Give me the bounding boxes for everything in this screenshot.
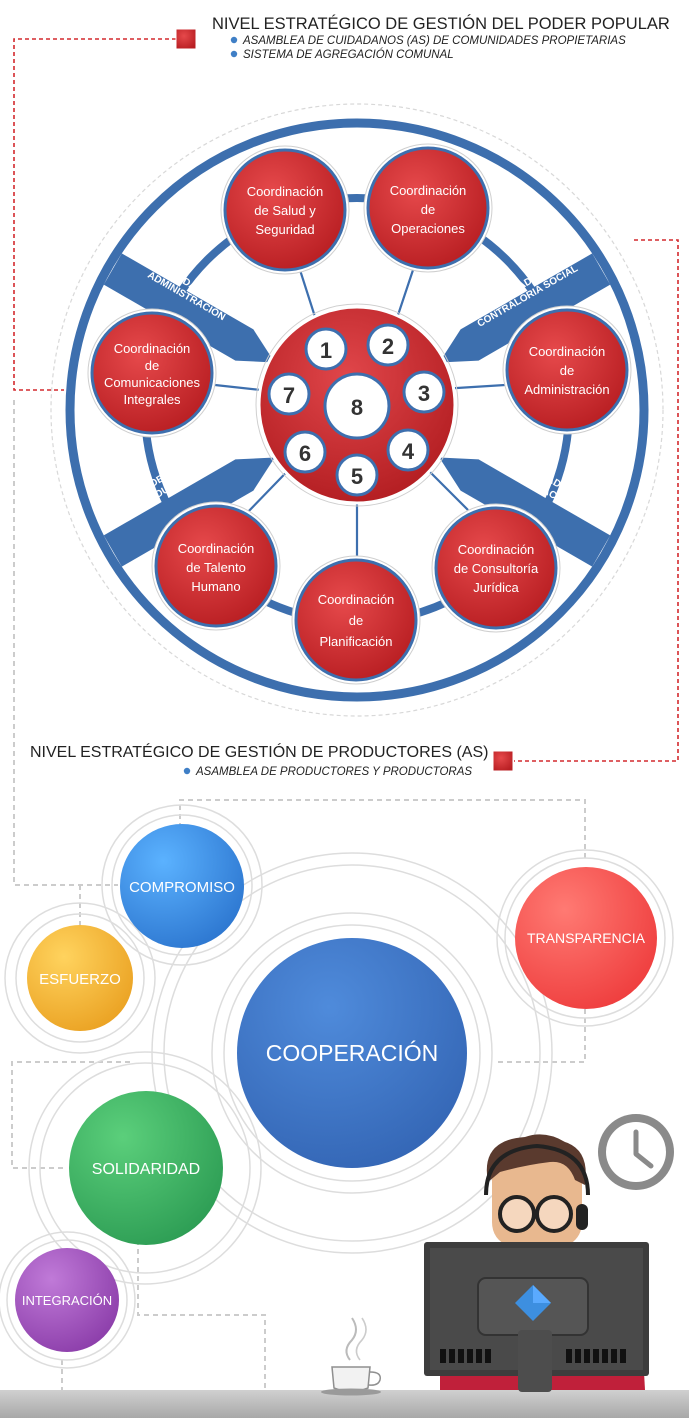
svg-text:ESFUERZO: ESFUERZO [39,971,121,988]
value-esfuerzo: ESFUERZO [27,925,133,1031]
coffee-cup-icon [321,1317,382,1396]
top-header: NIVEL ESTRATÉGICO DE GESTIÓN DEL PODER P… [175,14,670,61]
hub-number-4: 4 [386,428,430,472]
values-connectors [11,400,586,1395]
svg-text:INTEGRACIÓN: INTEGRACIÓN [22,1293,112,1308]
svg-text:de Talento: de Talento [186,560,246,575]
hub-number-5: 5 [335,453,379,497]
value-integracion: INTEGRACIÓN [15,1248,119,1352]
coordination-comunicaciones-integrales: Coordinación de Comunicaciones Integrale… [87,308,217,438]
hub-number-7: 7 [267,372,311,416]
svg-text:de: de [145,358,159,373]
svg-text:de: de [560,363,574,378]
middle-header-title: NIVEL ESTRATÉGICO DE GESTIÓN DE PRODUCTO… [30,742,488,761]
hub-number-2: 2 [366,323,410,367]
bullet-icon [230,50,238,58]
svg-text:COOPERACIÓN: COOPERACIÓN [266,1040,439,1066]
svg-text:Humano: Humano [191,579,240,594]
top-dashed-connector [13,38,176,391]
organization-wheel: UNIDAD DE ADMINISTRACIÓN UNIDAD DE CONTR… [50,103,664,717]
values: COMPROMISO ESFUERZO TRANSPARENCIA COOPER… [15,824,657,1352]
svg-text:Integrales: Integrales [123,392,181,407]
middle-header-marker [492,750,514,772]
coordinations: Coordinación de Salud y Seguridad Coordi… [87,143,632,685]
svg-text:1: 1 [320,338,332,363]
svg-text:de: de [421,202,435,217]
svg-text:Coordinación: Coordinación [178,541,255,556]
value-compromiso: COMPROMISO [120,824,244,948]
svg-text:Operaciones: Operaciones [391,221,465,236]
svg-text:Coordinación: Coordinación [458,542,535,557]
svg-text:Coordinación: Coordinación [114,341,191,356]
hub-number-6: 6 [283,430,327,474]
coordination-planificacion: Coordinación de Planificación [291,555,421,685]
decorative-rings [0,804,674,1369]
top-header-bullet-2: SISTEMA DE AGREGACIÓN COMUNAL [243,48,454,61]
bullet-icon [183,767,191,775]
bullet-icon [230,36,238,44]
svg-text:Planificación: Planificación [320,634,393,649]
svg-text:Coordinación: Coordinación [529,344,606,359]
value-cooperacion: COOPERACIÓN [237,938,467,1168]
svg-text:2: 2 [382,334,394,359]
svg-text:5: 5 [351,464,363,489]
svg-text:Administración: Administración [524,382,609,397]
svg-text:COMPROMISO: COMPROMISO [129,879,235,896]
svg-text:6: 6 [299,441,311,466]
value-transparencia: TRANSPARENCIA [515,867,657,1009]
middle-header: NIVEL ESTRATÉGICO DE GESTIÓN DE PRODUCTO… [30,742,514,778]
svg-text:7: 7 [283,383,295,408]
top-header-bullet-1: ASAMBLEA DE CUIDADANOS (AS) DE COMUNIDAD… [242,35,626,47]
top-header-marker [175,28,197,50]
coordination-administracion: Coordinación de Administración [502,305,632,435]
right-dashed-connector [514,239,679,762]
svg-text:3: 3 [418,381,430,406]
hub-number-8: 8 [323,372,391,440]
coordination-operaciones: Coordinación de Operaciones [363,143,493,273]
coordination-talento-humano: Coordinación de Talento Humano [151,501,281,631]
middle-header-bullet-1: ASAMBLEA DE PRODUCTORES Y PRODUCTORAS [195,766,472,778]
clock-icon [598,1114,674,1190]
svg-text:de Consultoría: de Consultoría [454,561,539,576]
svg-text:de: de [349,613,363,628]
top-header-title: NIVEL ESTRATÉGICO DE GESTIÓN DEL PODER P… [212,14,670,33]
svg-text:Coordinación: Coordinación [247,184,324,199]
svg-text:Coordinación: Coordinación [318,592,395,607]
svg-text:TRANSPARENCIA: TRANSPARENCIA [527,930,646,946]
hub-numbers: 1 2 3 4 5 6 7 [267,323,446,497]
hub-number-3: 3 [402,370,446,414]
coordination-salud-seguridad: Coordinación de Salud y Seguridad [220,145,350,275]
svg-text:Seguridad: Seguridad [255,222,314,237]
svg-text:Coordinación: Coordinación [390,183,467,198]
person-at-computer-icon [424,1134,649,1392]
hub-number-1: 1 [304,327,348,371]
coordination-consultoria-juridica: Coordinación de Consultoría Jurídica [431,503,561,633]
svg-text:8: 8 [351,395,363,420]
svg-text:Comunicaciones: Comunicaciones [104,375,201,390]
value-solidaridad: SOLIDARIDAD [69,1091,223,1245]
svg-text:SOLIDARIDAD: SOLIDARIDAD [92,1161,200,1178]
svg-text:4: 4 [402,439,415,464]
svg-text:Jurídica: Jurídica [473,580,519,595]
svg-text:de Salud y: de Salud y [254,203,316,218]
